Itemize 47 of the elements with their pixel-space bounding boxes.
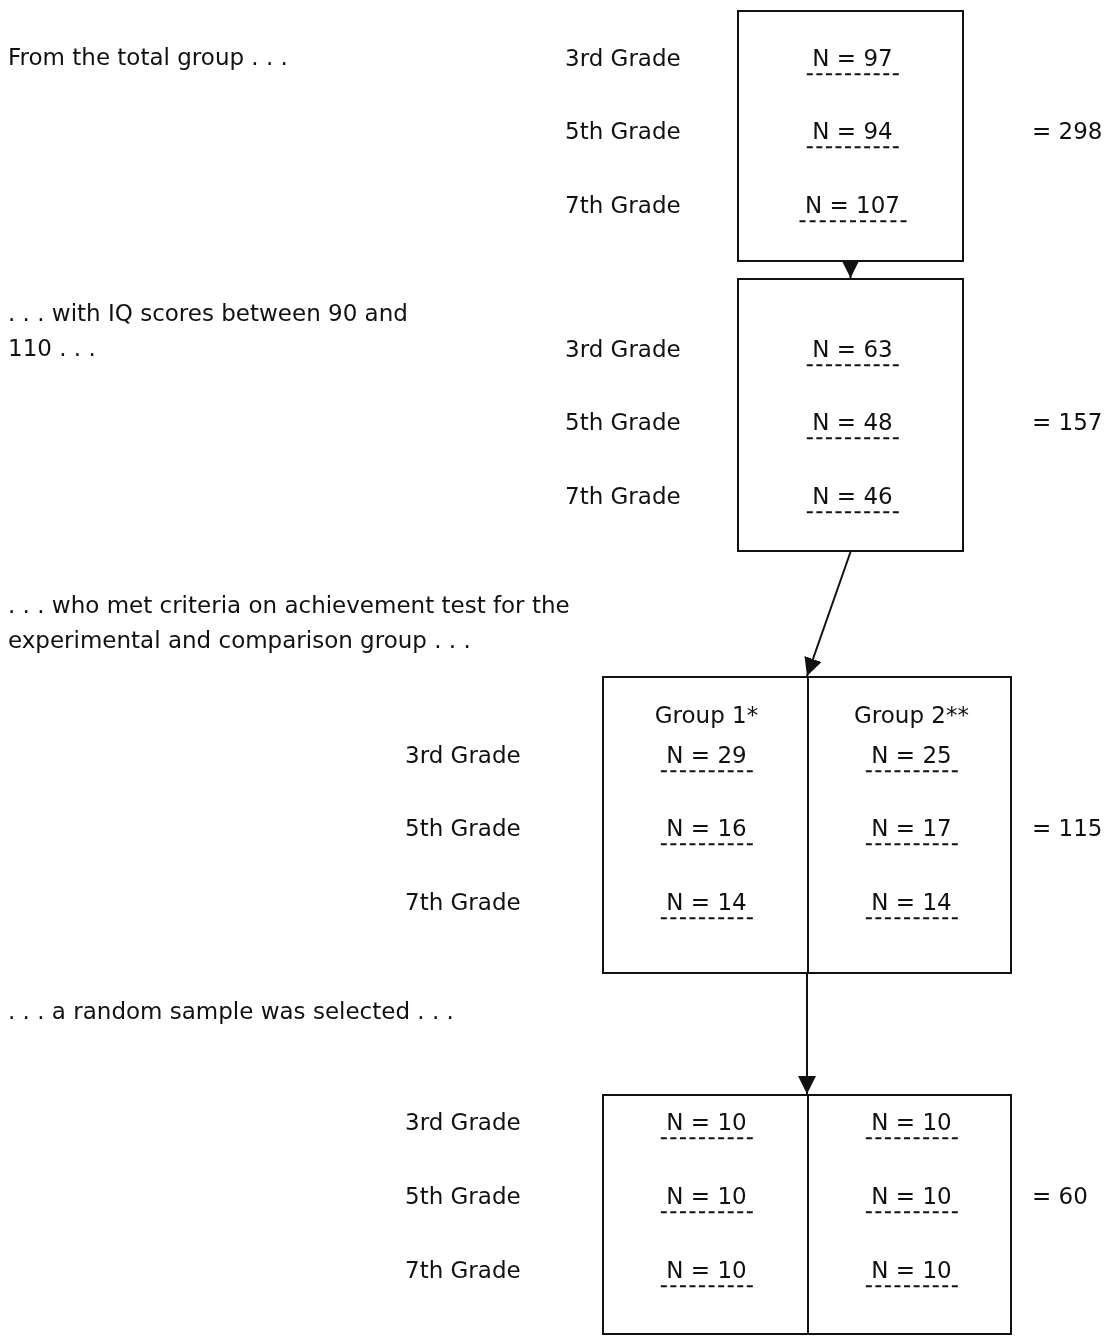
step-description: . . . with IQ scores between 90 and 110 . . . <box>8 299 409 363</box>
count-entry: N = 29 <box>660 742 753 772</box>
grade-label: 5th Grade <box>405 1183 521 1209</box>
count-entry: N = 46 <box>806 483 899 513</box>
arrow <box>798 973 816 1095</box>
count-entry: N = 10 <box>865 1109 958 1139</box>
grade-label: 3rd Grade <box>565 45 681 71</box>
total-label: = 298 <box>1032 118 1103 144</box>
count-entry: N = 97 <box>806 45 899 75</box>
arrow <box>804 551 852 677</box>
column-header: Group 1* <box>653 702 760 730</box>
step-description: From the total group . . . <box>8 43 289 72</box>
arrow <box>841 260 860 279</box>
grade-label: 3rd Grade <box>405 1109 521 1135</box>
count-entry: N = 14 <box>865 889 958 919</box>
count-entry: N = 48 <box>806 409 899 439</box>
count-entry: N = 10 <box>865 1183 958 1213</box>
grade-label: 3rd Grade <box>565 336 681 362</box>
count-box <box>737 278 964 552</box>
column-header: Group 2** <box>853 702 970 730</box>
grade-label: 5th Grade <box>405 815 521 841</box>
grade-label: 5th Grade <box>565 118 681 144</box>
total-label: = 60 <box>1032 1183 1088 1209</box>
count-entry: N = 14 <box>660 889 753 919</box>
count-entry: N = 107 <box>799 192 906 222</box>
count-entry: N = 10 <box>660 1183 753 1213</box>
count-entry: N = 17 <box>865 815 958 845</box>
total-label: = 157 <box>1032 409 1103 435</box>
grade-label: 5th Grade <box>565 409 681 435</box>
count-box <box>737 10 964 262</box>
total-label: = 115 <box>1032 815 1103 841</box>
count-entry: N = 10 <box>865 1257 958 1287</box>
count-entry: N = 10 <box>660 1109 753 1139</box>
count-box <box>602 1094 1012 1335</box>
grade-label: 7th Grade <box>405 889 521 915</box>
grade-label: 7th Grade <box>565 192 681 218</box>
count-entry: N = 94 <box>806 118 899 148</box>
grade-label: 7th Grade <box>405 1257 521 1283</box>
count-entry: N = 25 <box>865 742 958 772</box>
count-entry: N = 10 <box>660 1257 753 1287</box>
count-entry: N = 63 <box>806 336 899 366</box>
grade-label: 7th Grade <box>565 483 681 509</box>
grade-label: 3rd Grade <box>405 742 521 768</box>
step-description: . . . a random sample was selected . . . <box>8 997 455 1026</box>
step-description: . . . who met criteria on achievement test for the experimental and comparison group . . . <box>8 591 571 655</box>
count-entry: N = 16 <box>660 815 753 845</box>
count-box <box>602 676 1012 974</box>
